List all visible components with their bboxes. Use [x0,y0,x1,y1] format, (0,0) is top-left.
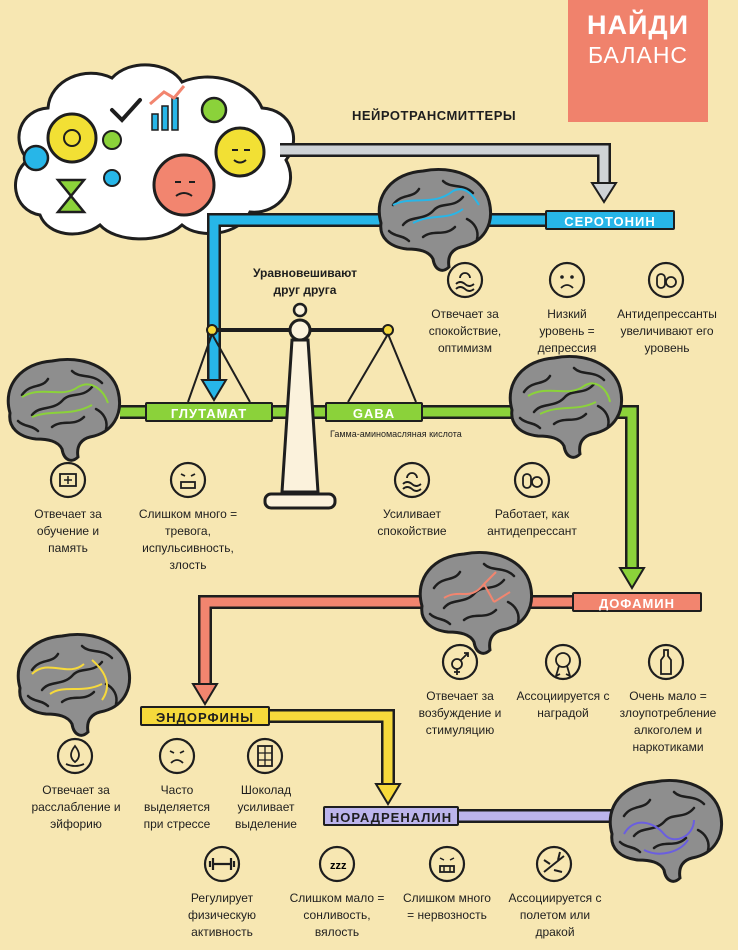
serotonin-fact-1: Отвечает за спокойствие, оптимизм [428,307,502,355]
hourglass-icon [55,178,87,214]
noradrenaline-fact-1: Регулирует физическую активность [187,891,257,939]
grimace-face-icon [428,845,466,883]
gear-icon [103,169,121,187]
endorphins-fact-3: Шоколад усиливает выделение [235,783,297,831]
relax-drop-icon [56,737,94,775]
glutamate-fact-1: Отвечает за обучение и память [34,507,102,555]
endorphins-fact-2: Часто выделяется при стрессе [143,783,211,831]
banner-line2: БАЛАНС [587,42,689,68]
endorphins-fact-1: Отвечает за расслабление и эйфорию [31,783,121,831]
dopamine-fact-3: Очень мало = злоупотребление алкоголем и… [619,689,717,754]
angry-face-icon [169,461,207,499]
banner-line1: НАЙДИ [586,10,690,40]
dopamine-label: ДОФАМИН [572,592,702,612]
noradrenaline-fact-2: Слишком мало = сонливость, вялость [289,891,385,939]
gaba-label: GABA [325,402,423,422]
noradrenaline-fact-4: Ассоциируется с полетом или дракой [508,891,602,939]
gear-icon [102,130,122,150]
balance-scale [187,302,417,510]
sea-calm-icon [446,261,484,299]
glutamate-brain [6,357,122,462]
noradrenaline-brain [608,778,724,883]
endorphins-brain [16,632,132,737]
endorphins-label: ЭНДОРФИНЫ [140,706,270,726]
arrow-to-serotonin [280,143,618,204]
dumbbell-icon [203,845,241,883]
flow-endorphins-to-noradrenaline [270,709,402,806]
banner: НАЙДИ БАЛАНС [568,0,708,122]
noradrenaline-label: НОРАДРЕНАЛИН [323,806,459,826]
serotonin-label: СЕРОТОНИН [545,210,675,230]
gaba-subtitle: Гамма-аминомасляная кислота [330,429,462,439]
gear-icon [152,153,216,217]
pills-icon [513,461,551,499]
airplane-icon [535,845,573,883]
pills-icon [647,261,685,299]
gear-icon [214,126,266,178]
glutamate-label: ГЛУТАМАТ [145,402,273,422]
dopamine-fact-1: Отвечает за возбуждение и стимуляцию [418,689,502,737]
memory-icon [49,461,87,499]
glutamate-fact-2: Слишком много = тревога, испульсивность,… [138,507,238,572]
serotonin-brain [377,167,493,272]
svg-text:zzz: zzz [330,860,347,872]
page-title: НЕЙРОТРАНСМИТТЕРЫ [352,108,517,123]
noradrenaline-fact-3: Слишком много = нервозность [403,891,491,922]
sea-calm-icon [393,461,431,499]
medal-icon [544,643,582,681]
bottle-icon [647,643,685,681]
bar-chart-icon [149,85,186,131]
stressed-face-icon [158,737,196,775]
sad-face-icon [548,261,586,299]
gear-icon [22,144,50,172]
chocolate-icon [246,737,284,775]
dopamine-fact-2: Ассоциируется с наградой [516,689,610,720]
serotonin-fact-3: Антидепрессанты увеличивают его уровень [617,307,717,355]
balance-caption: Уравновешивают друг друга [253,266,357,297]
gear-icon [46,112,98,164]
dopamine-brain [418,550,534,655]
sleep-zzz-icon: zzz [318,845,356,883]
thought-cloud [14,63,296,241]
gaba-brain [508,354,624,459]
gender-symbols-icon [441,643,479,681]
gaba-fact-1: Усиливает спокойствие [377,507,447,538]
serotonin-fact-2: Низкий уровень = депрессия [537,307,597,355]
check-icon [110,98,142,123]
gaba-fact-2: Работает, как антидепрессант [487,507,577,538]
gear-icon [200,96,228,124]
